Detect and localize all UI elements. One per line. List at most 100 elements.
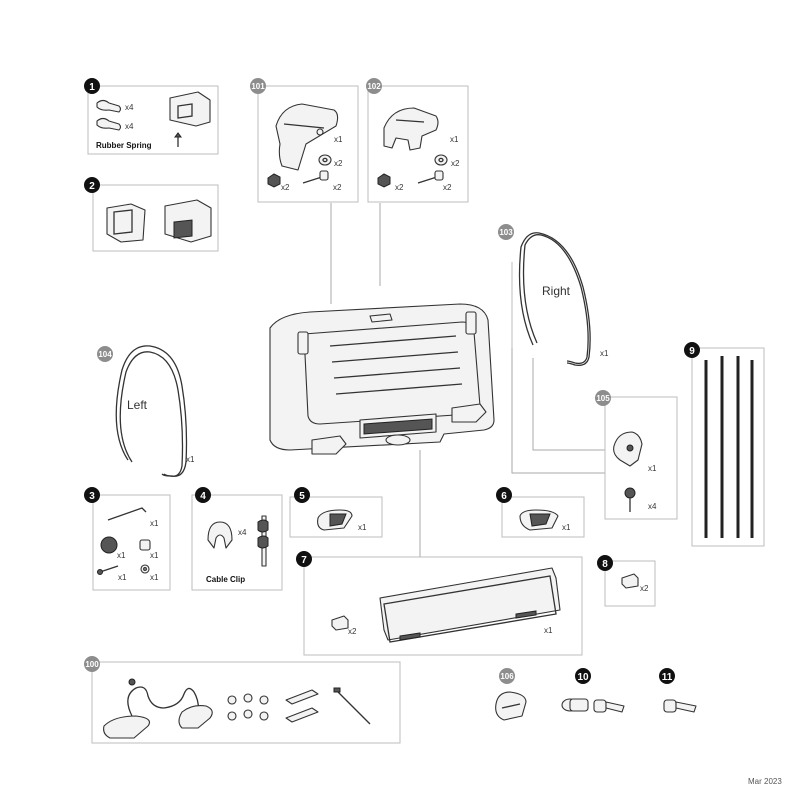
qty-label: x2 <box>395 183 404 192</box>
part-badge-11: 11 <box>659 668 675 684</box>
svg-text:7: 7 <box>301 555 307 566</box>
part-badge-105: 105 <box>595 390 611 406</box>
qty-label: x1 <box>118 573 127 582</box>
nut-icon <box>377 173 391 188</box>
plate-bracket-icon <box>331 615 349 631</box>
rubber-spring-label: Rubber Spring <box>96 141 152 150</box>
svg-text:106: 106 <box>500 672 514 681</box>
screw-icon <box>624 487 636 512</box>
panel-100 <box>91 661 401 744</box>
svg-text:8: 8 <box>602 559 608 570</box>
panel-102: x1 x2 x2 x2 <box>367 85 469 203</box>
bolt-icon <box>302 170 329 184</box>
washer-icon <box>140 564 150 574</box>
qty-label: x2 <box>451 159 460 168</box>
contact-plates <box>285 689 319 723</box>
part-11 <box>663 699 697 713</box>
panel-1: x4 x4 Rubber Spring <box>87 85 219 155</box>
svg-text:11: 11 <box>662 672 673 683</box>
panel-2 <box>92 184 219 252</box>
part-badge-4: 4 <box>195 487 211 503</box>
part-badge-6: 6 <box>496 487 512 503</box>
latch-cover <box>275 103 339 171</box>
part-badge-3: 3 <box>84 487 100 503</box>
svg-text:102: 102 <box>367 82 381 91</box>
handle-left-label: Left <box>127 398 148 412</box>
qty-label: x4 <box>125 122 134 131</box>
svg-text:100: 100 <box>85 660 99 669</box>
rubber-spring-clip-b <box>96 117 122 131</box>
qty-label: x1 <box>150 573 159 582</box>
small-clip-icon <box>621 573 639 589</box>
svg-text:1: 1 <box>89 82 95 93</box>
part-badge-101: 101 <box>250 78 266 94</box>
qty-label: x2 <box>348 627 357 636</box>
qty-label: x4 <box>648 502 657 511</box>
panel-101: x1 x2 x2 x2 <box>257 85 359 203</box>
knob-icon <box>100 536 118 554</box>
part-badge-103: 103 <box>498 224 514 240</box>
part-badge-8: 8 <box>597 555 613 571</box>
hex-key-icon <box>107 507 147 521</box>
qty-label: x1 <box>150 551 159 560</box>
qty-label: x1 <box>186 455 195 464</box>
pin-icon <box>97 565 119 575</box>
part-badge-102: 102 <box>366 78 382 94</box>
svg-text:105: 105 <box>596 394 610 403</box>
part-badge-9: 9 <box>684 342 700 358</box>
lock-housing <box>613 431 643 467</box>
part-badge-5: 5 <box>294 487 310 503</box>
bracket-detail <box>169 91 211 147</box>
qty-label: x2 <box>281 183 290 192</box>
panel-4: x4 Cable Clip <box>191 494 283 591</box>
svg-text:4: 4 <box>200 491 206 502</box>
tail-light-left <box>317 509 353 531</box>
svg-text:9: 9 <box>689 346 695 357</box>
rubber-spring-clip-a <box>96 99 122 113</box>
part-badge-10: 10 <box>575 668 591 684</box>
qty-label: x2 <box>443 183 452 192</box>
washer-icon <box>318 154 332 166</box>
leader-lines <box>330 203 605 557</box>
panel-9 <box>691 347 765 547</box>
svg-text:6: 6 <box>501 491 507 502</box>
key-icon <box>593 699 625 713</box>
spacer-icon <box>139 539 151 551</box>
qty-label: x2 <box>333 183 342 192</box>
svg-text:101: 101 <box>251 82 265 91</box>
qty-label: x4 <box>238 528 247 537</box>
lock-cylinder-icon <box>561 698 589 712</box>
nut-icon <box>267 173 281 188</box>
svg-text:103: 103 <box>499 228 513 237</box>
tail-light-right <box>519 509 559 531</box>
part-10 <box>561 698 625 713</box>
qty-label: x1 <box>150 519 159 528</box>
cable-clip-installed <box>257 515 269 567</box>
qty-label: x2 <box>640 584 649 593</box>
license-plate-holder <box>379 567 561 643</box>
mounting-bracket <box>106 203 146 243</box>
part-badge-7: 7 <box>296 551 312 567</box>
bolt-icon <box>417 170 444 184</box>
qty-label: x1 <box>358 523 367 532</box>
washer-icon <box>434 154 448 166</box>
latch-cover <box>383 107 439 151</box>
handle-right-label: Right <box>542 284 571 298</box>
part-badge-2: 2 <box>84 177 100 193</box>
wiring-harness <box>103 678 213 739</box>
panel-104: Left x1 <box>115 345 195 477</box>
part-badge-100: 100 <box>84 656 100 672</box>
panel-6: x1 <box>501 496 585 538</box>
key-icon <box>663 699 697 713</box>
cable-clip-icon <box>207 521 233 549</box>
svg-text:104: 104 <box>98 350 112 359</box>
part-badge-104: 104 <box>97 346 113 362</box>
panel-7: x1 x2 <box>303 556 583 656</box>
panel-105: x1 x4 <box>604 396 678 520</box>
handle-right <box>518 232 591 366</box>
qty-label: x4 <box>125 103 134 112</box>
panel-3: x1 x1 x1 x1 x1 <box>92 494 171 591</box>
svg-text:10: 10 <box>577 672 589 683</box>
panel-8: x2 <box>604 560 656 607</box>
